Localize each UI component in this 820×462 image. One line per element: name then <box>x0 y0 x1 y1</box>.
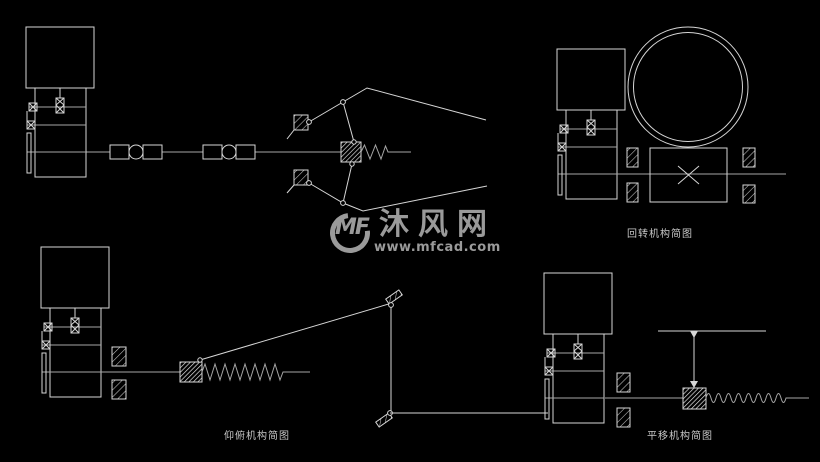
lower-pivot <box>375 410 393 428</box>
watermark: MF 沐风网 www.mfcad.com <box>320 203 505 262</box>
bearing-block <box>616 407 631 428</box>
bearing-block <box>111 346 127 367</box>
watermark-site-url: www.mfcad.com <box>374 240 501 255</box>
upper-gripper-finger <box>286 87 487 145</box>
translation-mechanism <box>543 272 809 428</box>
tilt-lever <box>199 302 393 361</box>
slider-block <box>340 141 362 163</box>
pitch-mechanism <box>40 246 548 428</box>
lower-gripper-finger <box>286 161 488 212</box>
return-spring <box>360 143 411 161</box>
turntable-ring-inner <box>633 32 743 142</box>
slider-block <box>682 387 707 410</box>
motor-gearbox-unit <box>25 26 95 178</box>
return-spring <box>705 393 809 403</box>
watermark-logo-text: MF <box>335 215 370 240</box>
pivot-anchor <box>293 114 309 131</box>
motor-gearbox-unit <box>543 272 613 424</box>
gripper-mechanism <box>25 26 488 212</box>
bearing-block <box>626 147 639 168</box>
upper-pivot <box>385 289 403 308</box>
bearing-block <box>111 379 127 400</box>
slider-block <box>179 361 203 383</box>
pivot-anchor <box>293 169 309 186</box>
bearing-block <box>742 147 756 168</box>
return-spring <box>201 362 310 382</box>
motor-gearbox-unit <box>556 48 626 200</box>
rod-arrow <box>690 331 698 338</box>
bearing-block <box>616 372 631 393</box>
turntable-ring-outer <box>627 26 749 148</box>
rotation-mechanism <box>556 26 786 204</box>
bearing-block <box>742 184 756 204</box>
translation-mechanism-label: 平移机构简图 <box>647 431 713 442</box>
rod-arrow <box>690 381 698 388</box>
pitch-mechanism-label: 仰俯机构简图 <box>224 431 290 442</box>
worm-gearbox <box>649 147 728 203</box>
rotation-mechanism-label: 回转机构简图 <box>627 229 693 240</box>
motor-gearbox-unit <box>40 246 110 398</box>
shaft-coupling <box>109 144 163 160</box>
watermark-site-name: 沐风网 <box>379 207 496 242</box>
bearing-block <box>626 182 639 203</box>
shaft-coupling <box>202 144 256 160</box>
